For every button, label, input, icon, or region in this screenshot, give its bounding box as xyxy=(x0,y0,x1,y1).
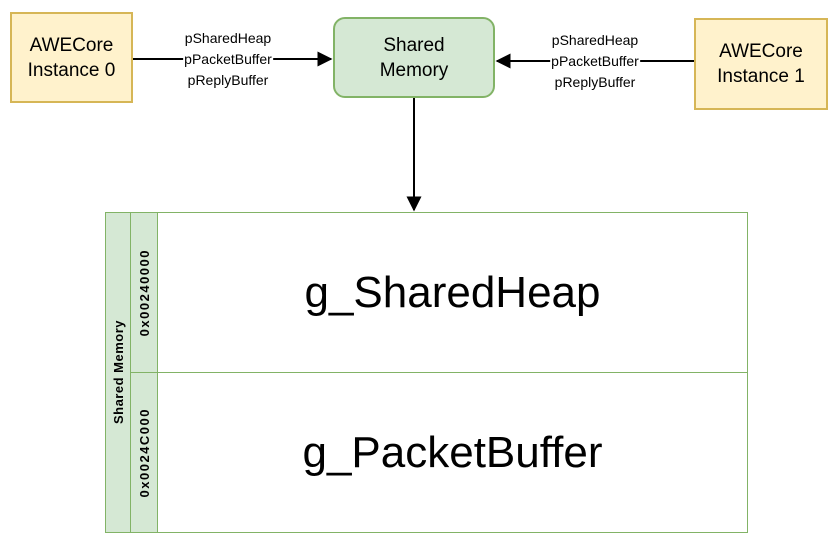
address-cell-0: 0x00240000 xyxy=(131,213,157,373)
edge-label-pSharedHeap: pSharedHeap xyxy=(550,30,640,51)
memory-region-cell-1: g_PacketBuffer xyxy=(158,373,747,532)
memory-region-name: g_SharedHeap xyxy=(304,267,601,317)
table-side-label-cell: Shared Memory xyxy=(106,213,131,532)
node-label-line: Instance 0 xyxy=(27,59,116,81)
shared-memory-table: Shared Memory 0x00240000 0x0024C000 g_Sh… xyxy=(105,212,748,533)
node-awecore-instance-1: AWECore Instance 1 xyxy=(694,18,828,110)
edge-label-pReplyBuffer: pReplyBuffer xyxy=(553,72,637,93)
memory-region-cell-0: g_SharedHeap xyxy=(158,213,747,373)
memory-region-name: g_PacketBuffer xyxy=(302,427,603,477)
edge-labels-right: pSharedHeap pPacketBuffer pReplyBuffer xyxy=(550,30,640,93)
node-label-line: Shared xyxy=(383,34,445,56)
node-label-line: Instance 1 xyxy=(717,66,805,87)
node-label-line: AWECore xyxy=(719,41,803,62)
node-shared-memory: Shared Memory xyxy=(333,17,495,98)
address-cell-1: 0x0024C000 xyxy=(131,373,157,532)
table-side-label: Shared Memory xyxy=(110,320,126,425)
edge-labels-left: pSharedHeap pPacketBuffer pReplyBuffer xyxy=(183,28,273,91)
edge-label-pPacketBuffer: pPacketBuffer xyxy=(183,49,273,70)
table-address-column: 0x00240000 0x0024C000 xyxy=(131,213,158,532)
node-awecore-instance-0: AWECore Instance 0 xyxy=(10,12,133,103)
address-label: 0x0024C000 xyxy=(136,407,152,498)
node-label-line: AWECore xyxy=(29,34,114,56)
edge-label-pSharedHeap: pSharedHeap xyxy=(183,28,273,49)
node-label-line: Memory xyxy=(379,59,449,81)
address-label: 0x00240000 xyxy=(136,248,152,337)
edge-label-pPacketBuffer: pPacketBuffer xyxy=(550,51,640,72)
edge-label-pReplyBuffer: pReplyBuffer xyxy=(186,70,270,91)
table-region-column: g_SharedHeap g_PacketBuffer xyxy=(158,213,747,532)
